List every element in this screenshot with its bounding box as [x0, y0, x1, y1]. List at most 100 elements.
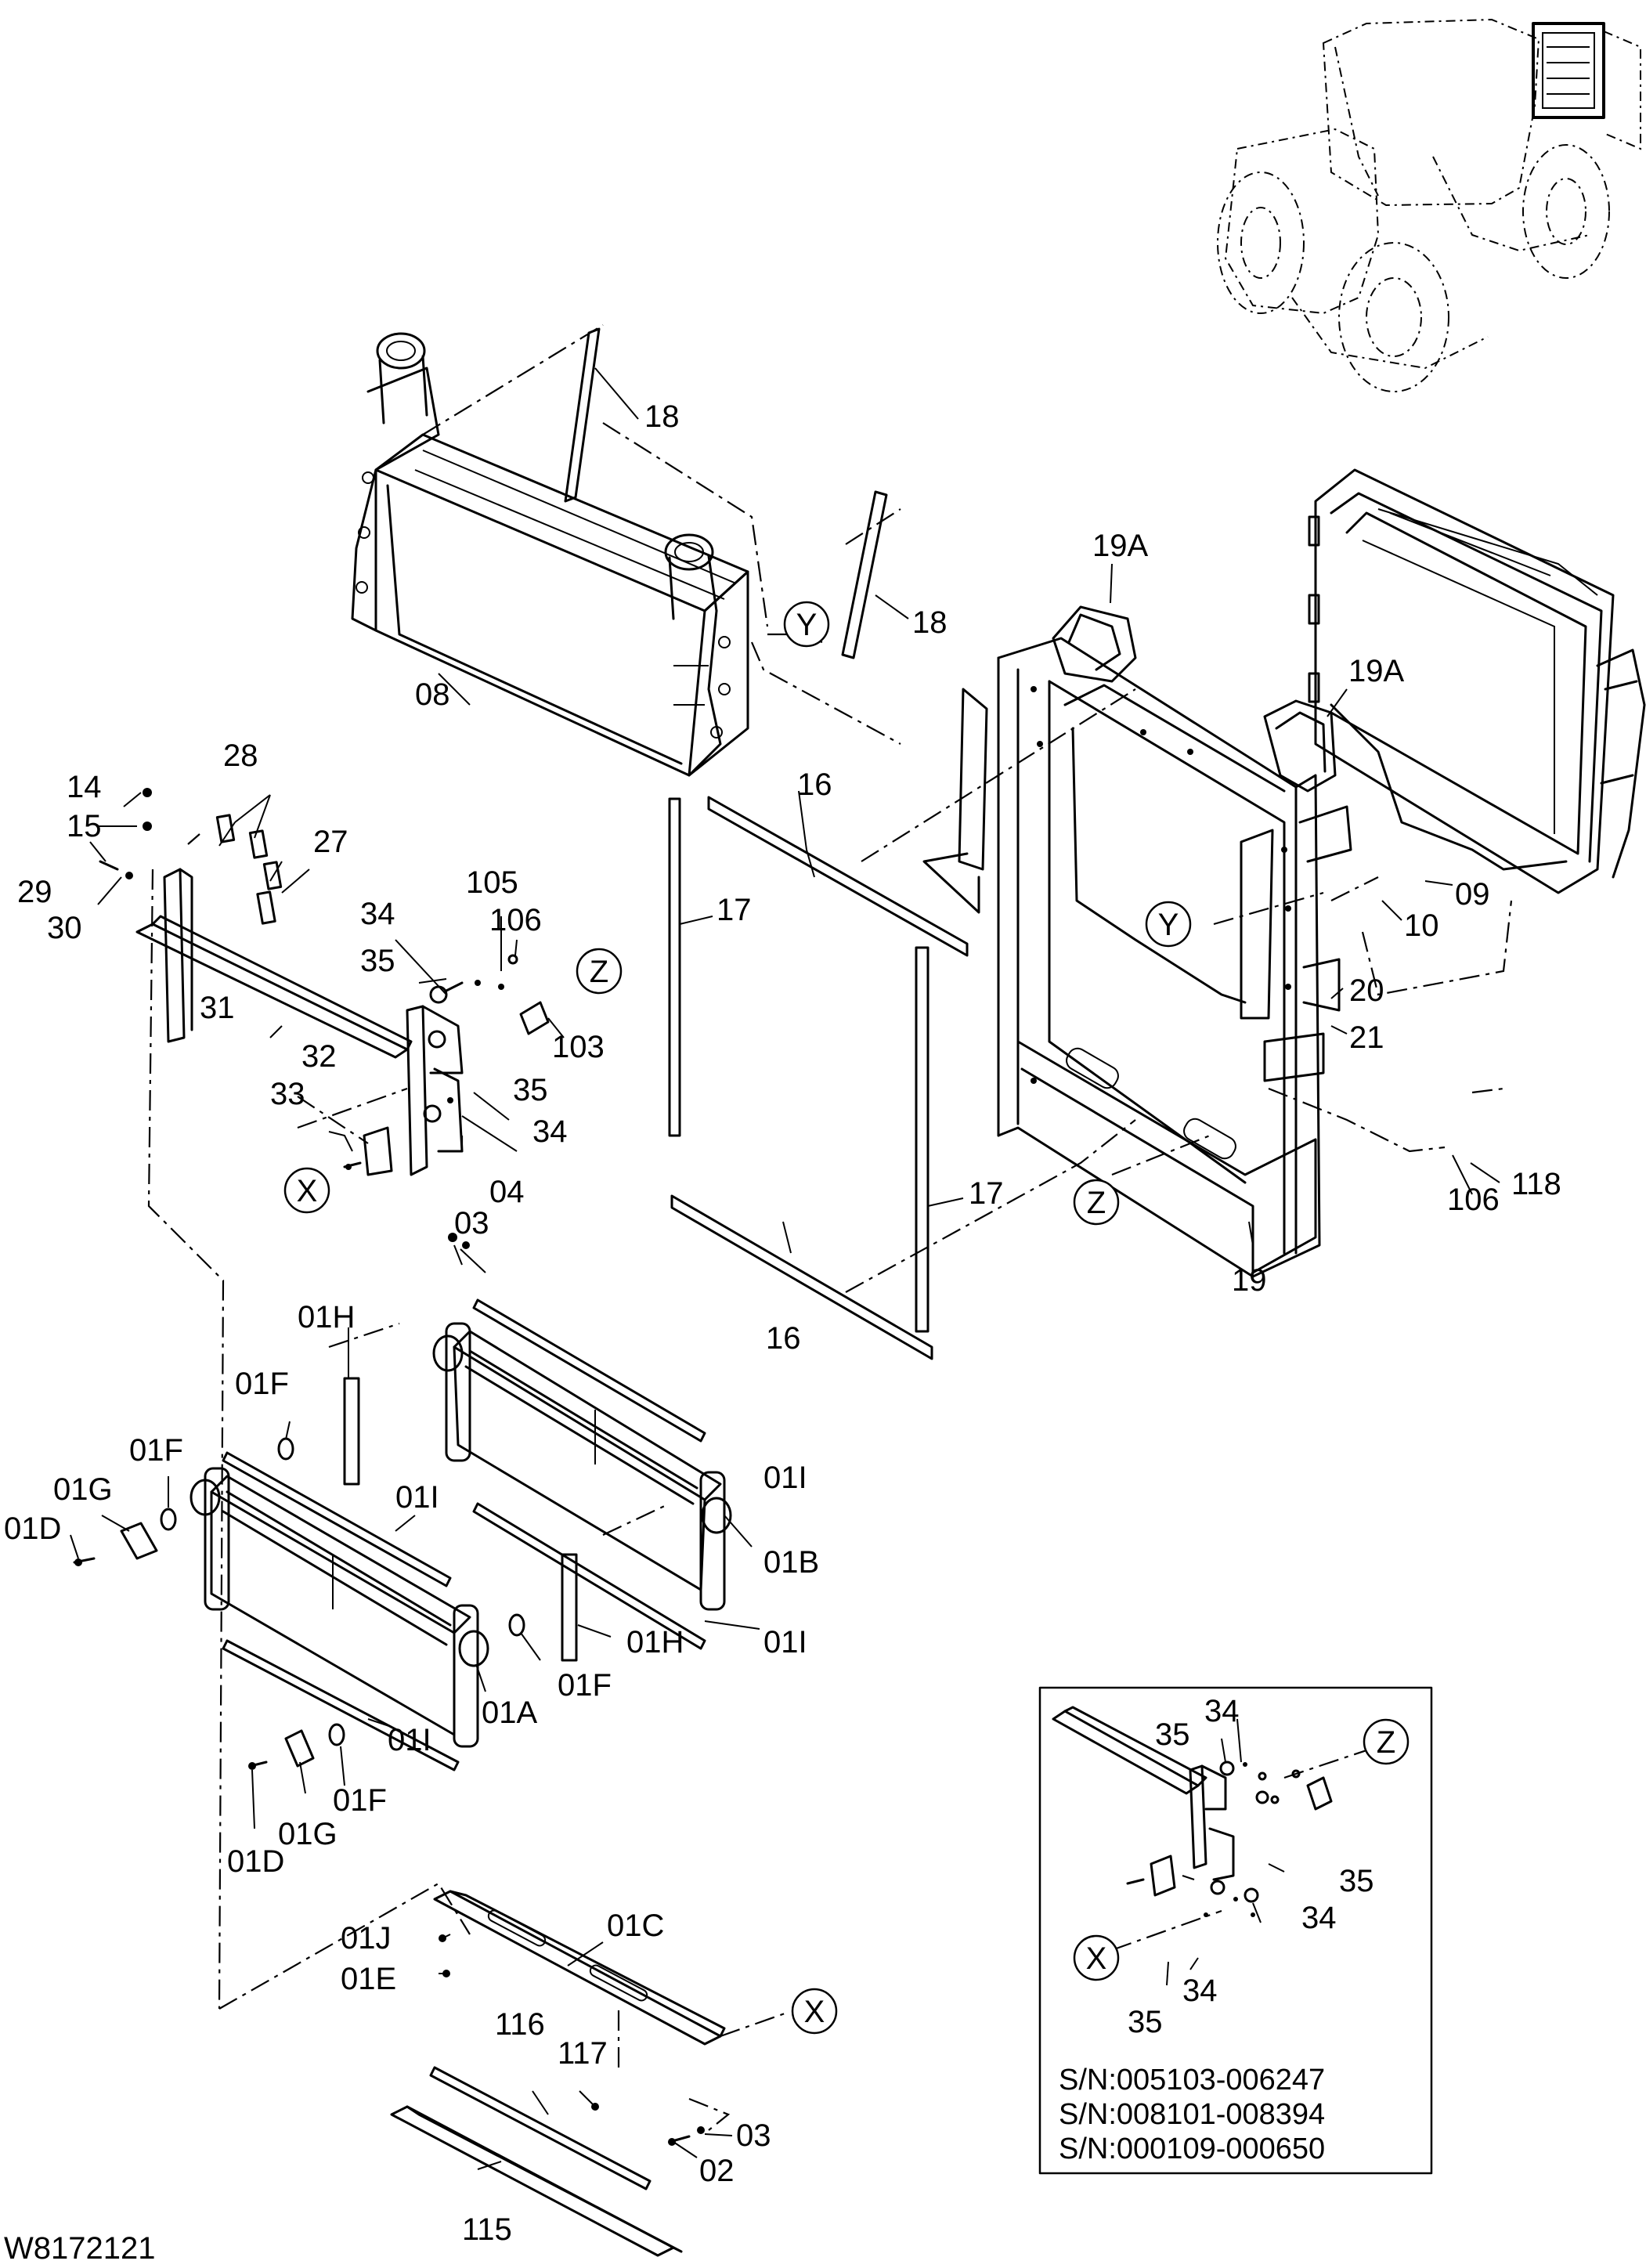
callout-01D-upper: 01D [4, 1511, 61, 1546]
callout-01B: 01B [763, 1545, 819, 1580]
serial-number-inset: 35 34 35 34 34 35 Z X S/N:005103-006247 … [1038, 1686, 1433, 2175]
ref-Z-frame: Z [1087, 1186, 1106, 1220]
callout-30: 30 [47, 911, 82, 945]
callout-04: 04 [489, 1175, 525, 1209]
callout-117: 117 [558, 2036, 608, 2071]
inset-callout-35-right: 35 [1339, 1864, 1374, 1898]
callout-29: 29 [17, 875, 52, 909]
callout-01D-lower: 01D [227, 1844, 284, 1879]
callout-01I-right-bottom: 01I [763, 1625, 807, 1659]
callout-01H-lower: 01H [626, 1625, 684, 1659]
callout-21: 21 [1349, 1020, 1384, 1055]
callout-28: 28 [223, 739, 258, 773]
inset-callout-35-top: 35 [1155, 1717, 1190, 1752]
callout-14: 14 [67, 770, 102, 804]
callout-03-upper: 03 [454, 1206, 489, 1241]
callout-19A-top: 19A [1092, 529, 1148, 563]
inset-ref-X: X [1086, 1941, 1107, 1976]
callout-19: 19 [1232, 1263, 1267, 1298]
callout-27: 27 [313, 825, 348, 859]
seal-16-top [707, 796, 969, 957]
callout-01J: 01J [341, 1921, 392, 1956]
callout-35-lower: 35 [513, 1073, 548, 1107]
callout-32: 32 [301, 1039, 337, 1074]
seal-16-bottom [670, 1194, 933, 1360]
callout-34-lower: 34 [532, 1114, 568, 1149]
callout-08: 08 [415, 677, 450, 712]
callout-01F-left: 01F [129, 1433, 183, 1468]
callout-01G-upper: 01G [53, 1472, 113, 1507]
inset-callout-34-bottom: 34 [1182, 1974, 1218, 2008]
ref-X-top: X [297, 1174, 318, 1208]
ref-X-bottom: X [804, 1995, 825, 2029]
callout-01F-bottom: 01F [333, 1783, 387, 1818]
callout-106-right: 106 [1447, 1183, 1500, 1217]
inset-callout-34-top: 34 [1204, 1694, 1240, 1728]
oil-cooler-01B [432, 1298, 732, 1650]
ref-Z-top: Z [590, 955, 608, 989]
support-bar-31 [135, 868, 464, 1176]
inset-callout-34-right: 34 [1301, 1901, 1337, 1935]
inset-ref-Z: Z [1377, 1725, 1395, 1760]
callout-01G-lower: 01G [278, 1817, 338, 1851]
callout-10: 10 [1404, 908, 1439, 943]
oil-cooler-hardware [73, 1377, 578, 1770]
small-hardware [99, 788, 550, 1249]
callout-118: 118 [1511, 1167, 1561, 1201]
callout-01I-bottom: 01I [388, 1723, 431, 1757]
cover-01C [433, 1890, 726, 2046]
seal-17-left [668, 797, 681, 1137]
callout-01I-right-top: 01I [763, 1461, 807, 1495]
serial-number-2: S/N:008101-008394 [1059, 2098, 1325, 2131]
fan-shroud-assembly [1308, 468, 1646, 894]
charge-air-cooler-08 [351, 332, 749, 777]
callout-116: 116 [495, 2007, 545, 2042]
callout-105: 105 [466, 865, 518, 900]
callout-115: 115 [462, 2212, 512, 2247]
callout-19A-right: 19A [1348, 654, 1404, 688]
inset-callout-35-bottom: 35 [1128, 2005, 1163, 2039]
callout-03-lower: 03 [736, 2118, 771, 2153]
seal-18-top [564, 327, 601, 503]
ref-Y-top: Y [796, 608, 818, 642]
callout-17-left: 17 [717, 893, 752, 927]
callout-labels: 08 18 18 16 17 17 16 19 19A 19A 09 10 20… [4, 399, 1561, 2247]
oil-cooler-01A [190, 1451, 489, 1771]
callout-16-top: 16 [797, 767, 832, 802]
radiator-frame-19 [922, 605, 1352, 1278]
callout-01I-middle: 01I [395, 1480, 439, 1515]
callout-103: 103 [552, 1030, 605, 1064]
callout-16-bottom: 16 [766, 1321, 801, 1356]
reference-circles: Y Y Z Z X X [283, 601, 1192, 2035]
callout-17-right: 17 [969, 1176, 1004, 1211]
callout-20: 20 [1349, 973, 1384, 1008]
callout-01A: 01A [482, 1696, 537, 1730]
serial-number-3: S/N:000109-000650 [1059, 2133, 1325, 2165]
leader-lines [70, 367, 1500, 2170]
seal-17-right [915, 946, 929, 1333]
callout-01H-upper: 01H [298, 1300, 355, 1334]
drawing-code: W8172121 [4, 2231, 155, 2266]
callout-31: 31 [200, 991, 235, 1025]
callout-01E: 01E [341, 1962, 396, 1996]
callout-01F-upper: 01F [235, 1367, 289, 1401]
callout-35-upper: 35 [360, 944, 395, 978]
callout-01F-lower-right: 01F [558, 1668, 612, 1703]
wheel-loader-locator-icon [1217, 18, 1641, 392]
cover-115-116 [390, 1934, 705, 2257]
ref-Y-frame: Y [1158, 908, 1179, 942]
callout-106-left: 106 [489, 903, 542, 937]
callout-02: 02 [699, 2154, 735, 2188]
callout-18-right: 18 [912, 605, 948, 640]
brackets-27-28 [215, 814, 283, 925]
callout-09: 09 [1455, 877, 1490, 912]
assembly-lines [147, 324, 1513, 2131]
serial-number-1: S/N:005103-006247 [1059, 2064, 1325, 2096]
callout-01C: 01C [607, 1909, 664, 1943]
seal-18-right [841, 490, 888, 659]
callout-18-top: 18 [644, 399, 680, 434]
callout-15: 15 [67, 809, 102, 843]
callout-33: 33 [270, 1077, 305, 1111]
callout-34-upper: 34 [360, 897, 395, 931]
